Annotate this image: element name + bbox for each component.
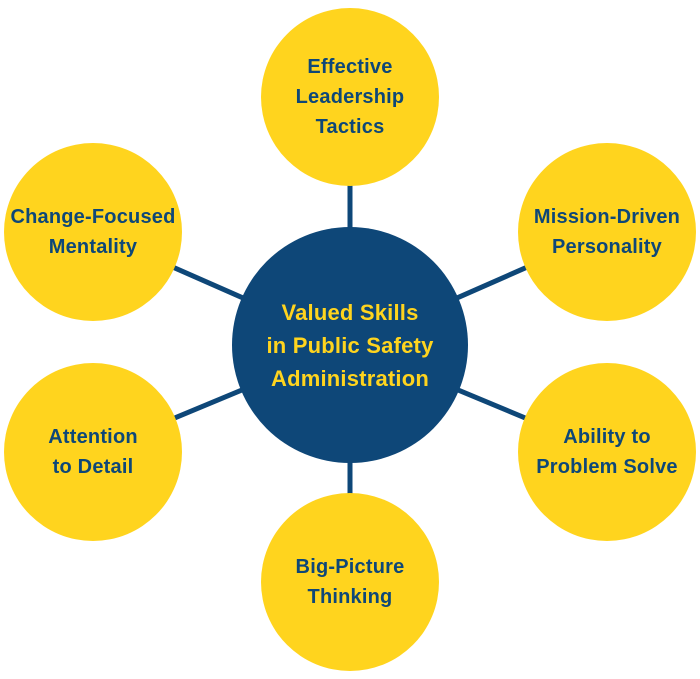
node-label: Ability to Problem Solve xyxy=(536,426,678,478)
node-change-focused-mentality: Change-Focused Mentality xyxy=(4,143,182,321)
node-label: Mission-Driven Personality xyxy=(533,206,681,258)
node-label: Effective Leadership Tactics xyxy=(295,56,405,138)
node-big-picture-thinking: Big-Picture Thinking xyxy=(261,493,439,671)
node-attention-to-detail: Attention to Detail xyxy=(4,363,182,541)
node-label: Big-Picture Thinking xyxy=(295,556,405,608)
node-effective-leadership-tactics: Effective Leadership Tactics xyxy=(261,8,439,186)
node-label: Attention to Detail xyxy=(48,426,138,478)
center-node-valued-skills: Valued Skills in Public Safety Administr… xyxy=(232,227,468,463)
node-mission-driven-personality: Mission-Driven Personality xyxy=(518,143,696,321)
center-node-label: Valued Skills in Public Safety Administr… xyxy=(266,299,434,391)
node-label: Change-Focused Mentality xyxy=(10,206,176,258)
node-ability-to-problem-solve: Ability to Problem Solve xyxy=(518,363,696,541)
